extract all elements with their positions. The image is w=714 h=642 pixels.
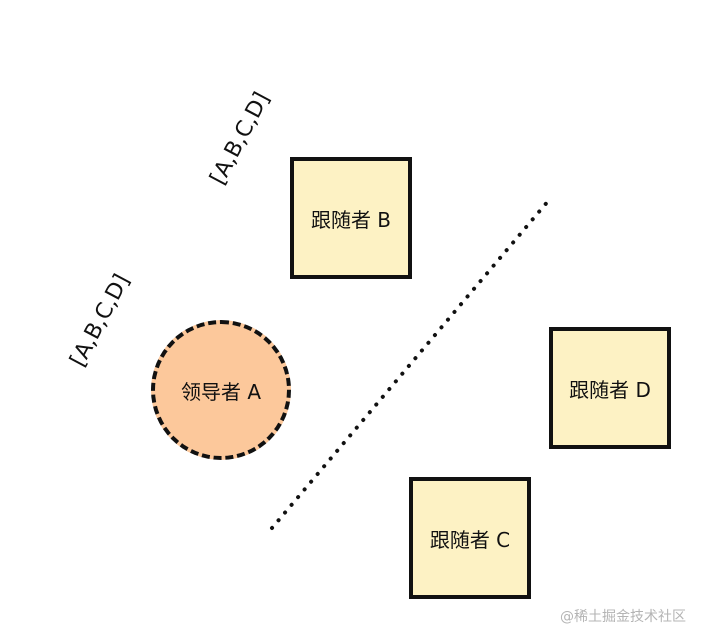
follower-node-c: 跟随者 C [409, 477, 531, 599]
follower-node-d-label: 跟随者 D [569, 377, 651, 402]
watermark: @稀土掘金技术社区 [560, 609, 686, 625]
leader-node-a-label: 领导者 A [180, 379, 262, 404]
follower-node-c-label: 跟随者 C [429, 527, 511, 552]
follower-node-d: 跟随者 D [549, 327, 671, 449]
follower-node-b: 跟随者 B [290, 157, 412, 279]
leader-node-a: 领导者 A [151, 320, 291, 460]
follower-node-b-label: 跟随者 B [310, 207, 392, 232]
